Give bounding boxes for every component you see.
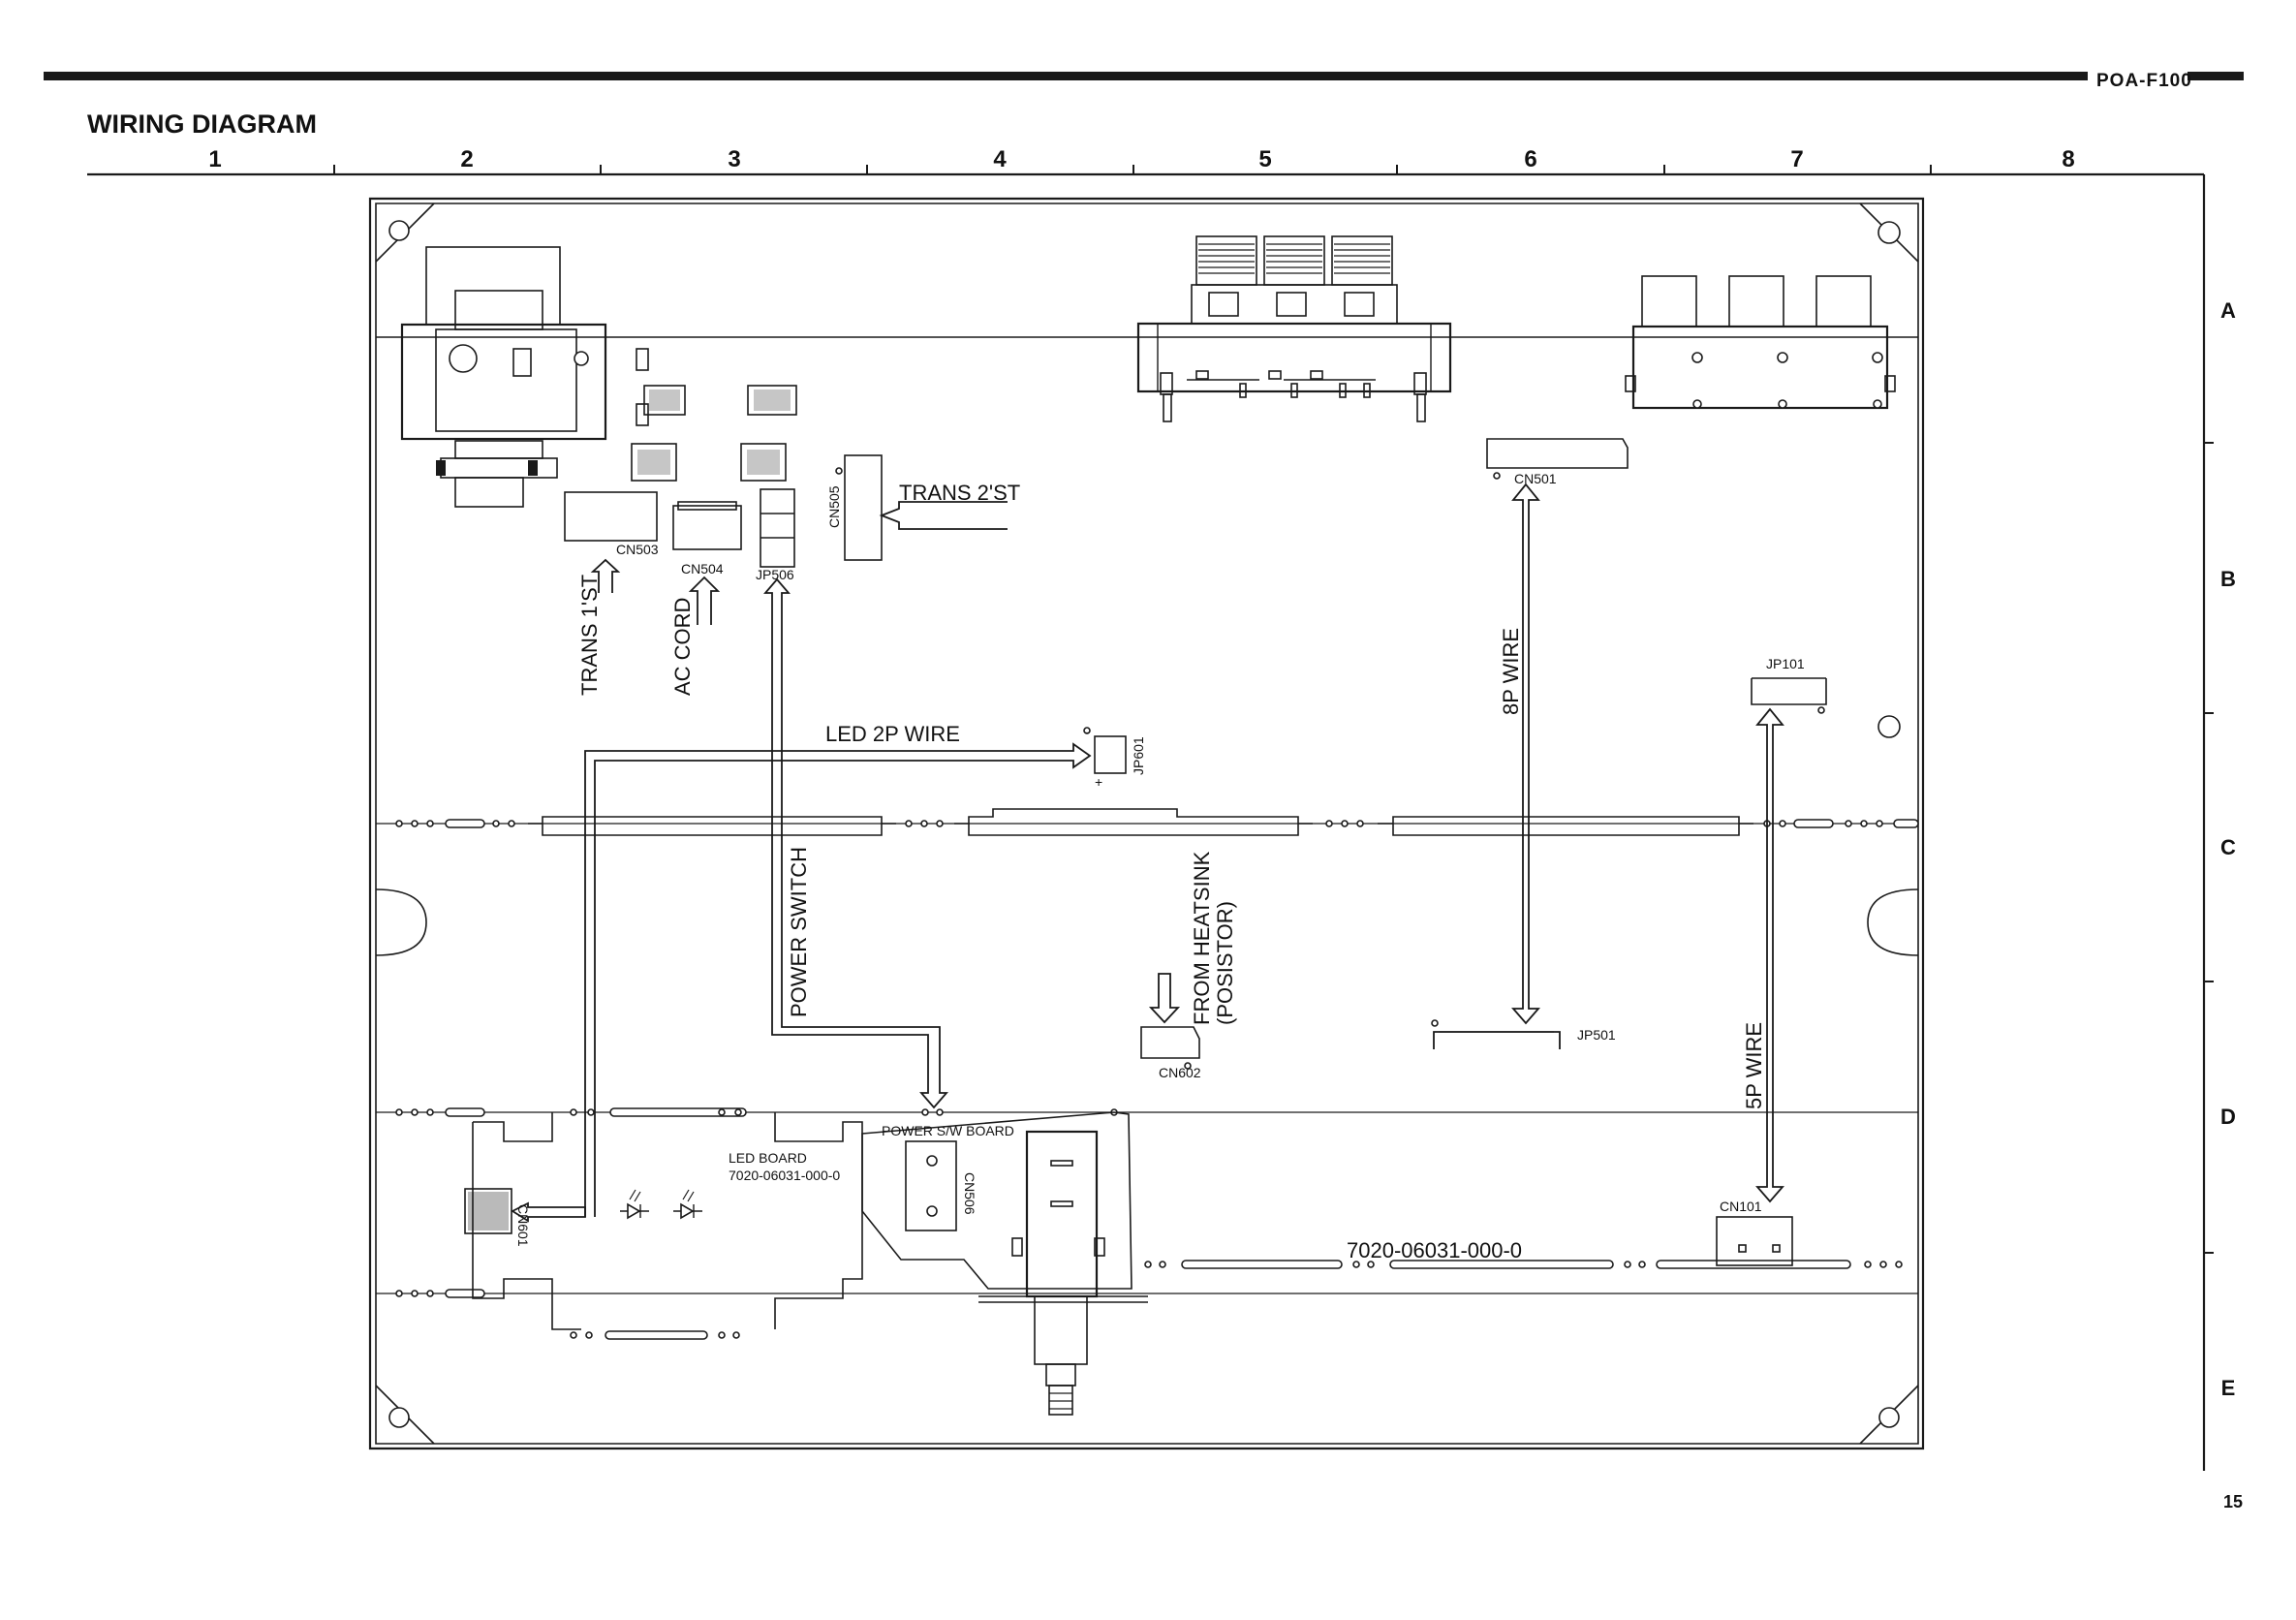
- trans-2st-label: TRANS 2'ST: [899, 481, 1020, 505]
- cn503-label: CN503: [616, 542, 659, 557]
- jp501-label: JP501: [1577, 1027, 1616, 1043]
- jp601-plus: +: [1095, 774, 1102, 790]
- led-icon-2: [673, 1190, 702, 1218]
- cn501-label: CN501: [1514, 471, 1557, 486]
- posistor-label: (POSISTOR): [1213, 901, 1237, 1025]
- jp601-minus: -: [1085, 724, 1090, 739]
- jp601-connector: [1095, 736, 1126, 773]
- model-number: POA-F100: [2096, 71, 2192, 91]
- led-2p-wire-arrow: [585, 744, 1090, 1217]
- jp506-connector: [760, 489, 794, 567]
- cn101-connector: [1717, 1217, 1792, 1265]
- perforation-row-c: [396, 809, 1918, 835]
- ac-cord-label: AC CORD: [670, 598, 695, 696]
- cn505-pin-marker: [836, 468, 842, 474]
- led-board-code: 7020-06031-000-0: [729, 1168, 840, 1183]
- trans-2st-arrow: [882, 502, 1008, 529]
- column-label-3: 3: [728, 146, 740, 172]
- ac-cord-arrow: [691, 577, 718, 625]
- row-label-a: A: [2220, 298, 2236, 323]
- cn101-pin-2: [1773, 1245, 1780, 1252]
- row-label-b: B: [2220, 567, 2236, 591]
- row-label-c: C: [2220, 835, 2236, 859]
- jp101-connector: [1752, 678, 1826, 713]
- power-switch-wire-arrow: [765, 579, 946, 1107]
- cn501-pin-marker: [1494, 473, 1500, 479]
- from-heatsink-label: FROM HEATSINK: [1190, 851, 1214, 1025]
- power-components: [632, 349, 796, 481]
- cn101-pin-1: [1739, 1245, 1746, 1252]
- trans-1st-label: TRANS 1'ST: [577, 575, 602, 696]
- column-label-1: 1: [208, 146, 221, 172]
- speaker-terminals: [1138, 236, 1450, 421]
- page-number: 15: [2223, 1492, 2243, 1511]
- jp506-label: JP506: [756, 567, 794, 582]
- led-2p-wire-label: LED 2P WIRE: [825, 722, 960, 746]
- row-label-e: E: [2221, 1376, 2236, 1400]
- jp501-connector: [1432, 1020, 1560, 1049]
- jp101-label: JP101: [1766, 656, 1805, 671]
- cn504-label: CN504: [681, 561, 724, 576]
- led-board-label: LED BOARD: [729, 1150, 807, 1166]
- cn506-label: CN506: [962, 1172, 977, 1215]
- cn503-connector: [565, 492, 657, 541]
- perforation-row-e: [396, 1261, 1902, 1339]
- page-title: WIRING DIAGRAM: [87, 109, 317, 139]
- wire-5p-arrow: [1757, 709, 1783, 1201]
- wire-8p-arrow: [1513, 484, 1538, 1023]
- from-heatsink-arrow: [1151, 974, 1178, 1022]
- column-label-7: 7: [1790, 146, 1803, 172]
- column-label-2: 2: [460, 146, 473, 172]
- row-ruler: [2204, 174, 2214, 1471]
- led-icon-1: [620, 1190, 649, 1218]
- power-switch-board: [862, 1112, 1148, 1415]
- power-sw-board-label: POWER S/W BOARD: [882, 1123, 1014, 1138]
- column-label-4: 4: [993, 146, 1007, 172]
- column-label-8: 8: [2062, 146, 2074, 172]
- cn505-label: CN505: [826, 485, 842, 528]
- column-label-5: 5: [1258, 146, 1271, 172]
- row-label-d: D: [2220, 1105, 2236, 1129]
- cn602-connector: [1141, 1027, 1199, 1058]
- column-label-6: 6: [1524, 146, 1536, 172]
- header-rule: [44, 72, 2244, 80]
- main-board-code: 7020-06031-000-0: [1347, 1238, 1522, 1262]
- wire-8p-label: 8P WIRE: [1499, 628, 1523, 715]
- cn602-label: CN602: [1159, 1065, 1201, 1080]
- ac-inlet-block: [402, 247, 605, 507]
- jp601-label: JP601: [1131, 736, 1146, 775]
- power-switch-label: POWER SWITCH: [787, 847, 811, 1017]
- cn101-label: CN101: [1720, 1199, 1762, 1214]
- cn505-connector: [845, 455, 882, 560]
- wire-5p-label: 5P WIRE: [1742, 1022, 1766, 1109]
- rca-input-jacks: [1626, 276, 1895, 408]
- column-ruler: [87, 165, 2204, 175]
- cn501-connector: [1487, 439, 1628, 468]
- cn601-label: CN601: [515, 1204, 531, 1247]
- cn504-connector: [673, 502, 741, 549]
